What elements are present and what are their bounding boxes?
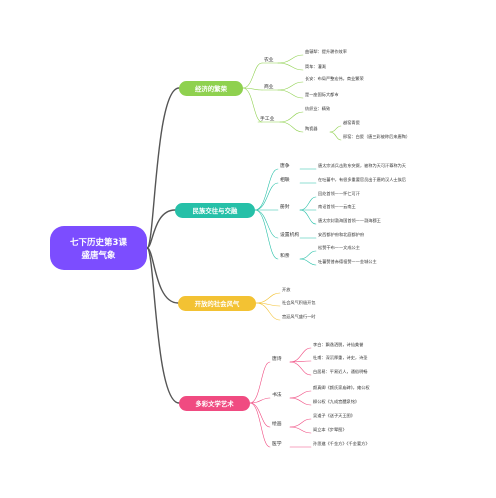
- leaf-huihe[interactable]: 回纥首领——怀仁可汗: [318, 190, 361, 197]
- leaf-wencheng[interactable]: 松赞干布——文成公主: [318, 244, 360, 251]
- arts-leaf-6: [289, 426, 312, 434]
- arts-topics: 唐诗 书法 绘画 医学 李白：飘逸洒脱，诗仙美誉 杜甫：深沉厚重，诗史，诗圣 白…: [272, 341, 370, 447]
- economy-leaf-3: [277, 89, 304, 99]
- central-node[interactable]: 七下历史第3课 盛唐气象: [50, 226, 147, 270]
- arts-leaf-4: [289, 397, 312, 406]
- central-title-line1: 七下历史第3课: [70, 237, 127, 248]
- arts-leaf-2: [289, 361, 312, 376]
- leaf-jincheng[interactable]: 吐蕃赞普赤德祖赞——金城公主: [318, 258, 377, 265]
- society-topics: 开放 社会风气积极开包 宫廷风气盛行一时: [282, 286, 316, 320]
- topic-ceramics[interactable]: 陶瓷器: [305, 125, 318, 132]
- leaf-metropolis[interactable]: 是一座国际大都市: [305, 91, 339, 98]
- economy-link-0: [242, 62, 263, 89]
- branch-box-economy: [179, 81, 243, 96]
- economy-leaf-7: [329, 131, 342, 141]
- ethnic-link-4: [254, 209, 279, 260]
- ethnic-link-0: [254, 168, 279, 211]
- economy-leaf-1: [277, 62, 304, 71]
- connector-lines: [242, 54, 342, 448]
- arts-link-1: [249, 397, 271, 404]
- leaf-social-mood[interactable]: 社会风气积极开包: [282, 299, 316, 306]
- topic-agriculture[interactable]: 农业: [264, 56, 274, 63]
- leaf-tang-taizong[interactable]: 唐太宗派兵击败东突厥，被称为天可汗尊称为天: [318, 162, 407, 169]
- leaf-liugongquan[interactable]: 柳公权《九成宫醴泉铭》: [313, 398, 359, 405]
- topic-poetry[interactable]: 唐诗: [272, 355, 282, 362]
- central-title-line2: 盛唐气象: [81, 250, 116, 261]
- arts-link-2: [249, 402, 271, 428]
- leaf-wudaozi[interactable]: 吴道子《送子天王图》: [313, 412, 355, 419]
- leaf-changan[interactable]: 长安：布局严整宏伟，商业繁荣: [305, 75, 364, 82]
- topic-painting[interactable]: 绘画: [272, 420, 282, 427]
- branch-label-society: 开放的社会风气: [195, 299, 240, 308]
- branch-line-2: [146, 247, 179, 304]
- leaf-yueyao[interactable]: 越窑青瓷: [343, 119, 360, 126]
- topic-institution[interactable]: 设置机构: [280, 231, 299, 238]
- economy-leaf-6: [329, 125, 342, 133]
- leaf-baijuyi[interactable]: 白居易：平易近人，通俗明畅: [313, 368, 367, 375]
- economy-leaf-2: [277, 81, 304, 91]
- leaf-textile[interactable]: 纺织业：精致: [305, 105, 331, 112]
- branch-economy[interactable]: 经济的繁荣: [179, 81, 243, 96]
- economy-link-2: [242, 87, 263, 123]
- branch-line-3: [146, 247, 180, 404]
- arts-link-0: [249, 361, 271, 404]
- arts-leaf-0: [289, 347, 312, 363]
- economy-leaf-0: [277, 54, 304, 64]
- topic-handicraft[interactable]: 手工业: [260, 115, 275, 122]
- leaf-yanzhenqing[interactable]: 颜真卿《颜氏家庙碑》，雍公权: [313, 384, 370, 391]
- society-link-2: [255, 302, 281, 321]
- branch-box-ethnic: [175, 203, 255, 218]
- economy-link-1: [242, 87, 263, 91]
- arts-leaf-5: [289, 418, 312, 428]
- arts-leaf-3: [289, 390, 312, 399]
- leaf-dufu[interactable]: 杜甫：深沉厚重，诗史，诗圣: [313, 354, 368, 361]
- ethnic-leaf-6: [299, 250, 317, 260]
- ethnic-leaf-2: [299, 196, 317, 211]
- leaf-xingyao[interactable]: 邢窑：白瓷（唐三彩被称后来唐陶）: [343, 133, 410, 140]
- ethnic-leaf-4: [299, 209, 317, 225]
- branch-society[interactable]: 开放的社会风气: [178, 296, 256, 311]
- main-branch-lines: [146, 87, 180, 404]
- leaf-tubo[interactable]: 在吐蕃中，有很多重要官员出于唐的汉人士族后: [318, 176, 406, 183]
- leaf-sunsimiao[interactable]: 孙思邈《千金方》《千金要方》: [313, 440, 370, 447]
- branch-line-0: [146, 87, 180, 249]
- economy-leaf-5: [279, 121, 304, 133]
- ethnic-link-1: [254, 182, 279, 211]
- leaf-nanzhao[interactable]: 南诏首领——云南王: [318, 203, 356, 210]
- leaf-protectorates[interactable]: 安西都护府和北庭都护府: [318, 231, 364, 238]
- topic-calligraphy[interactable]: 书法: [272, 391, 282, 398]
- topic-commerce[interactable]: 商业: [264, 83, 274, 90]
- economy-leaf-4: [279, 111, 304, 123]
- leaf-quyuanli[interactable]: 曲辕犁：提升耕作效率: [305, 48, 347, 55]
- leaf-open[interactable]: 开放: [282, 286, 291, 293]
- branch-ethnic[interactable]: 民族交往与交融: [175, 203, 255, 218]
- leaf-yanliben[interactable]: 阎立本《步辇图》: [313, 426, 347, 433]
- topic-enfeoff[interactable]: 册封: [280, 203, 290, 210]
- leaf-bohai[interactable]: 唐太宗封渤海国首领——渤海郡王: [318, 217, 381, 224]
- branch-box-arts: [179, 396, 250, 411]
- ethnic-link-3: [254, 209, 279, 239]
- topic-medicine[interactable]: 医学: [272, 440, 282, 447]
- branch-label-ethnic: 民族交往与交融: [193, 206, 238, 215]
- arts-link-3: [249, 402, 271, 448]
- branch-label-arts: 多彩文学艺术: [195, 399, 234, 408]
- leaf-libai[interactable]: 李白：飘逸洒脱，诗仙美誉: [313, 341, 364, 348]
- ethnic-topics: 唐争 相联 册封 设置机构 和亲 唐太宗派兵击败东突厥，被称为天可汗尊称为天 在…: [280, 162, 407, 265]
- central-node-box: [50, 226, 147, 270]
- topic-marriage[interactable]: 和亲: [280, 252, 290, 259]
- branch-line-1: [146, 209, 176, 249]
- leaf-tongche[interactable]: 筒车：灌溉: [305, 63, 326, 70]
- branch-arts[interactable]: 多彩文学艺术: [179, 396, 250, 411]
- economy-topics: 农业 商业 手工业 曲辕犁：提升耕作效率 筒车：灌溉 长安：布局严整宏伟，商业繁…: [260, 48, 410, 140]
- leaf-court-mood[interactable]: 宫廷风气盛行一时: [282, 313, 316, 320]
- topic-relation[interactable]: 相联: [280, 176, 290, 183]
- society-link-0: [255, 292, 281, 304]
- branch-label-economy: 经济的繁荣: [195, 84, 228, 93]
- ethnic-leaf-7: [299, 258, 317, 266]
- topic-war[interactable]: 唐争: [280, 162, 290, 169]
- branch-box-society: [178, 296, 256, 311]
